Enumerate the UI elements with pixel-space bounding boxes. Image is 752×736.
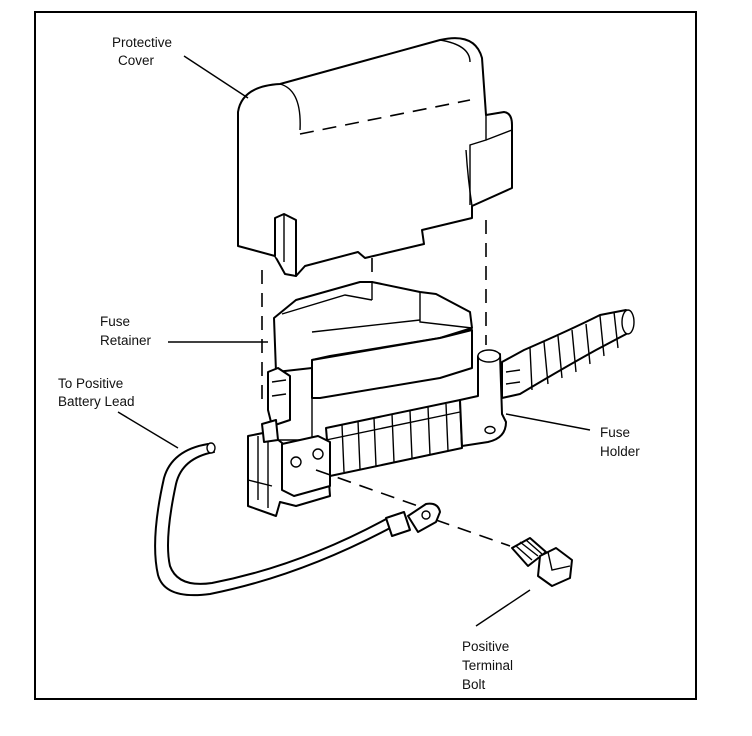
label-terminal-bolt-line-2: Terminal <box>462 658 513 673</box>
label-fuse-retainer-line-2: Retainer <box>100 333 152 348</box>
label-terminal-bolt-line-3: Bolt <box>462 677 486 692</box>
label-protective-cover-line-2: Cover <box>118 53 155 68</box>
leader-terminal-bolt <box>475 589 531 627</box>
battery-lead-cable <box>154 442 441 597</box>
label-battery-lead: To Positive Battery Lead <box>58 376 135 409</box>
terminal-bolt <box>511 537 573 587</box>
label-protective-cover: Protective Cover <box>112 35 176 68</box>
label-fuse-holder-line-1: Fuse <box>600 425 630 440</box>
fuse-retainer <box>267 281 473 441</box>
wire-harness <box>501 309 635 399</box>
label-fuse-holder-line-2: Holder <box>600 444 640 459</box>
leader-protective-cover <box>183 55 249 99</box>
label-protective-cover-line-1: Protective <box>112 35 172 50</box>
label-battery-lead-line-1: To Positive <box>58 376 123 391</box>
diagram-frame <box>34 11 697 700</box>
protective-cover <box>237 37 513 277</box>
fuse-holder <box>247 349 507 517</box>
leader-battery-lead <box>117 411 179 449</box>
label-terminal-bolt-line-1: Positive <box>462 639 509 654</box>
leader-fuse-holder <box>505 413 591 431</box>
label-fuse-retainer: Fuse Retainer <box>100 314 152 348</box>
label-terminal-bolt: Positive Terminal Bolt <box>462 639 517 692</box>
label-battery-lead-line-2: Battery Lead <box>58 394 135 409</box>
bolt-alignment-line-2 <box>435 519 511 547</box>
label-fuse-holder: Fuse Holder <box>600 425 640 459</box>
bolt-alignment-line <box>315 469 419 507</box>
label-fuse-retainer-line-1: Fuse <box>100 314 130 329</box>
